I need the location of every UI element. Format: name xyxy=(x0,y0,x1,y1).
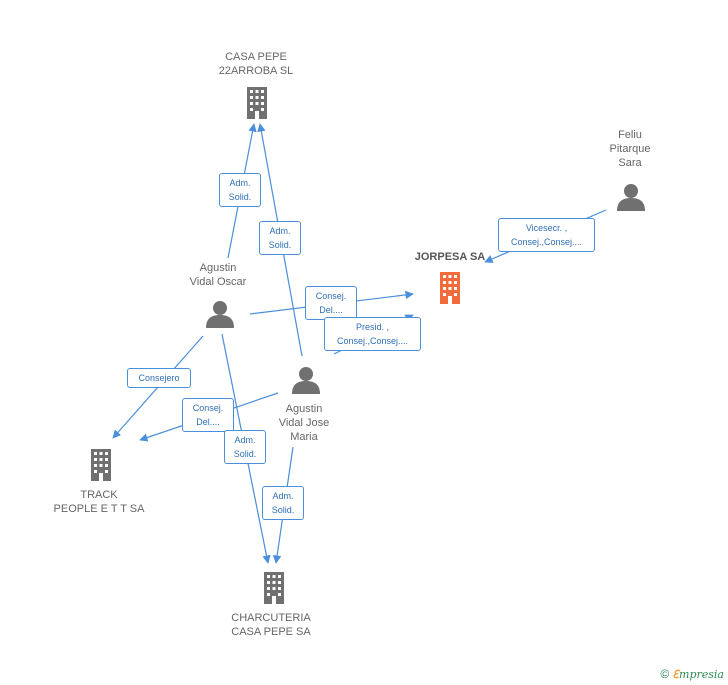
track-building-icon[interactable] xyxy=(91,449,111,481)
edge-label-oscar-track-line1: Consejero xyxy=(138,373,180,383)
edge-label-oscar-jorpesa-line2: Del.... xyxy=(319,305,343,315)
casa-pepe-label-line2: 22ARROBA SL xyxy=(218,65,294,77)
edge-label-oscar-charcuteria[interactable]: Adm. Solid. xyxy=(224,430,266,464)
agustin-oscar-person-icon[interactable] xyxy=(206,301,234,328)
edge-label-jose-jorpesa[interactable]: Presid. , Consej.,Consej.... xyxy=(324,317,421,351)
feliu-label[interactable]: Feliu Pitarque Sara xyxy=(590,128,670,170)
charcuteria-label-line2: CASA PEPE SA xyxy=(231,626,311,638)
edge-label-feliu-jorpesa-line2: Consej.,Consej.... xyxy=(510,237,583,247)
jorpesa-label[interactable]: JORPESA SA xyxy=(400,250,500,264)
casa-pepe-label-line1: CASA PEPE xyxy=(225,51,287,63)
agustin-jose-person-icon[interactable] xyxy=(292,367,320,394)
feliu-label-line2: Pitarque xyxy=(609,143,651,155)
edge-label-feliu-jorpesa-line1: Vicesecr. , xyxy=(525,223,568,233)
agustin-oscar-label-line1: Agustin xyxy=(199,262,237,274)
charcuteria-building-icon[interactable] xyxy=(264,572,284,604)
agustin-jose-label-line2: Vidal Jose xyxy=(278,417,330,429)
brand-name: mpresia xyxy=(679,668,724,681)
agustin-oscar-label[interactable]: Agustin Vidal Oscar xyxy=(168,261,268,289)
edge-label-jose-jorpesa-line2: Consej.,Consej.... xyxy=(336,336,409,346)
casa-pepe-label[interactable]: CASA PEPE 22ARROBA SL xyxy=(206,50,306,78)
jorpesa-label-line1: JORPESA SA xyxy=(414,251,486,263)
agustin-jose-label-line1: Agustin xyxy=(285,403,323,415)
edge-label-jose-track[interactable]: Consej. Del.... xyxy=(182,398,234,432)
edge-label-oscar-casa-line1: Adm. xyxy=(229,178,251,188)
edge-label-oscar-jorpesa[interactable]: Consej. Del.... xyxy=(305,286,357,320)
track-label-line1: TRACK xyxy=(80,489,118,501)
charcuteria-label-line1: CHARCUTERIA xyxy=(231,612,311,624)
edge-label-oscar-casa[interactable]: Adm. Solid. xyxy=(219,173,261,207)
feliu-label-line1: Feliu xyxy=(618,129,642,141)
edge-label-oscar-casa-line2: Solid. xyxy=(228,192,252,202)
casa-pepe-building-icon[interactable] xyxy=(247,87,267,119)
edge-label-oscar-charcuteria-line1: Adm. xyxy=(234,435,256,445)
edge-label-jose-charcuteria-line1: Adm. xyxy=(272,491,294,501)
edge-label-jose-charcuteria-line2: Solid. xyxy=(271,505,295,515)
jorpesa-building-icon[interactable] xyxy=(440,272,460,304)
edge-label-jose-casa-line2: Solid. xyxy=(268,240,292,250)
agustin-jose-label[interactable]: Agustin Vidal Jose Maria xyxy=(254,402,354,444)
edge-label-oscar-track[interactable]: Consejero xyxy=(127,368,191,388)
charcuteria-label[interactable]: CHARCUTERIA CASA PEPE SA xyxy=(221,611,321,639)
edge-label-oscar-charcuteria-line2: Solid. xyxy=(233,449,257,459)
edge-label-jose-casa[interactable]: Adm. Solid. xyxy=(259,221,301,255)
edge-label-feliu-jorpesa[interactable]: Vicesecr. , Consej.,Consej.... xyxy=(498,218,595,252)
agustin-oscar-label-line2: Vidal Oscar xyxy=(189,276,247,288)
edge-label-jose-track-line2: Del.... xyxy=(196,417,220,427)
feliu-label-line3: Sara xyxy=(618,157,642,169)
agustin-jose-label-line3: Maria xyxy=(290,431,318,443)
edge-label-jose-track-line1: Consej. xyxy=(192,403,224,413)
copyright-icon: © xyxy=(660,667,670,681)
edge-label-jose-jorpesa-line1: Presid. , xyxy=(355,322,389,332)
empresia-logo: © ℇmpresia xyxy=(660,667,724,681)
track-label[interactable]: TRACK PEOPLE E T T SA xyxy=(44,488,154,516)
feliu-person-icon[interactable] xyxy=(617,184,645,211)
edge-label-jose-charcuteria[interactable]: Adm. Solid. xyxy=(262,486,304,520)
edge-label-oscar-jorpesa-line1: Consej. xyxy=(315,291,347,301)
track-label-line2: PEOPLE E T T SA xyxy=(53,503,145,515)
edge-label-jose-casa-line1: Adm. xyxy=(269,226,291,236)
brand-e-mark: ℇ xyxy=(672,668,680,681)
